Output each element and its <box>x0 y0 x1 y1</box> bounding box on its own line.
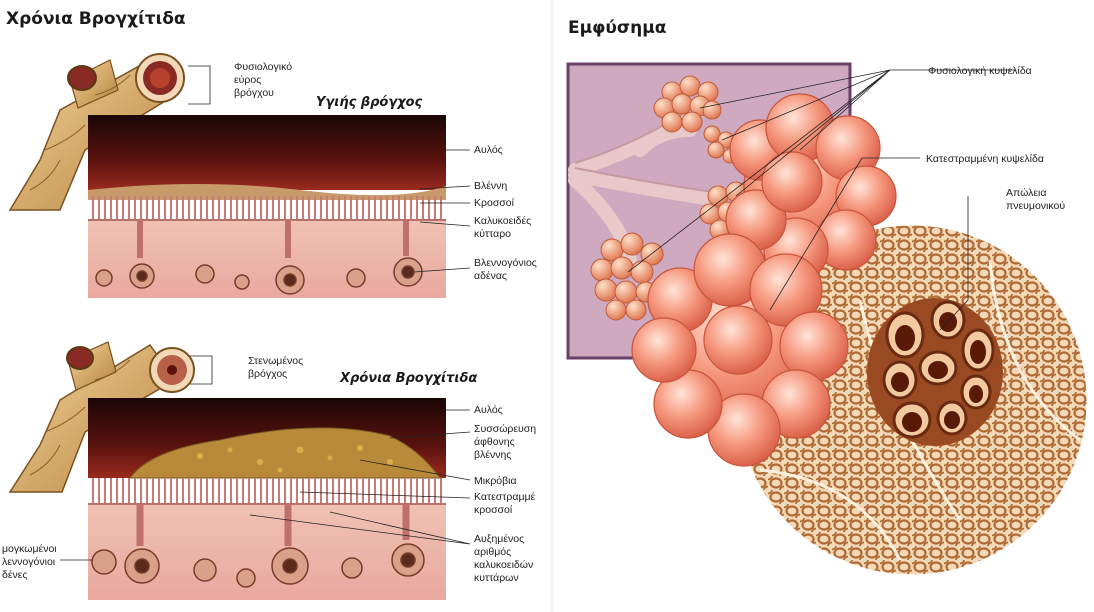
tissue-destruction <box>867 298 1003 446</box>
diseased-subtitle: Χρόνια Βρογχίτιδα <box>339 371 477 386</box>
diseased-bronchus-label: Στενωμένος βρόγχος <box>248 355 306 380</box>
label-lumen-2: Αυλός <box>474 404 503 416</box>
label-goblet-increase: Αυξημένος αριθμός καλυκοειδών κυττάρων <box>474 533 536 584</box>
diseased-cilia-layer <box>88 478 446 504</box>
healthy-cilia-layer <box>88 196 446 220</box>
label-tissue-loss: Απώλεια πνευμονικού <box>1006 187 1065 212</box>
label-goblet-cell: Καλυκοειδές κύτταρο <box>474 215 534 240</box>
healthy-subtitle: Υγιής βρόγχος <box>316 95 423 110</box>
right-panel-title: Εμφύσημα <box>568 18 666 38</box>
diseased-bronchus-diagram: Στενωμένος βρόγχος Χρόνια Βρογχίτιδα <box>2 342 539 600</box>
label-lumen: Αυλός <box>474 144 503 156</box>
label-normal-alveolus: Φυσιολογική κυψελίδα <box>928 65 1032 77</box>
label-damaged-alveolus: Κατεστραμμένη κυψελίδα <box>926 153 1044 165</box>
label-cilia: Κροσσοί <box>474 197 515 209</box>
label-gland: Βλεννογόνιος αδένας <box>474 257 540 282</box>
healthy-bronchus-label: Φυσιολογικό εύρος βρόγχου <box>234 61 295 99</box>
label-microbes: Μικρόβια <box>474 475 517 487</box>
emphysema-diagram: Φυσιολογική κυψελίδα Κατεστραμμένη κυψελ… <box>568 64 1088 576</box>
label-swollen-glands: μογκωμένοι λεννογόνιοι δένες <box>2 543 60 581</box>
left-panel-title: Χρόνια Βρογχίτιδα <box>6 9 186 29</box>
healthy-bronchus-bracket <box>188 66 210 104</box>
label-mucus-accumulation: Συσσώρευση άφθονης βλέννης <box>474 423 539 461</box>
label-damaged-cilia: Κατεστραμμέ κροσσοί <box>474 491 538 516</box>
healthy-bronchus-diagram: Φυσιολογικό εύρος βρόγχου Υγιής βρόγχος … <box>10 54 540 298</box>
healthy-lumen <box>88 115 446 190</box>
label-mucus: Βλέννη <box>474 180 507 192</box>
